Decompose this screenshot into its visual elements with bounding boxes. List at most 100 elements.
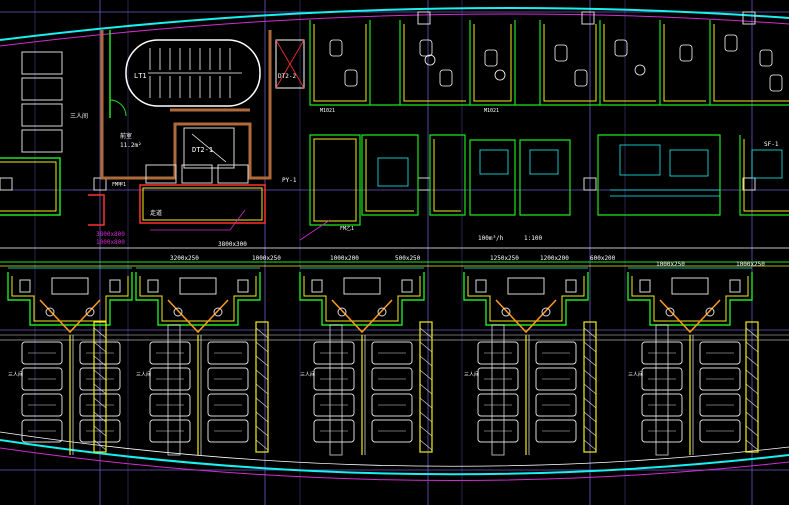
parking-slot	[477, 367, 519, 391]
fixture-box	[639, 279, 651, 293]
shaft-hatch	[93, 439, 107, 451]
flow-label: 100m³/h	[478, 235, 504, 242]
riser	[167, 324, 181, 456]
lobby-box	[181, 164, 213, 184]
elevator-car-cross	[191, 133, 227, 163]
shaft-column	[93, 321, 107, 453]
fixture-round	[501, 307, 511, 317]
shaft-column	[255, 321, 269, 453]
diagonal-wall	[495, 299, 557, 334]
outline-top-cyan	[0, 6, 789, 41]
toilet-block	[309, 20, 789, 106]
parking-slot	[313, 419, 355, 443]
note-magenta: 1000x800	[96, 239, 125, 246]
duct-label: 1000x250	[656, 261, 685, 268]
parking-slot	[371, 393, 413, 417]
shaft-hatch	[419, 397, 433, 409]
shaft-hatch	[583, 411, 597, 423]
shaft	[583, 321, 597, 453]
shaft-hatch	[745, 439, 759, 451]
shaft-hatch	[745, 341, 759, 353]
red-door	[88, 194, 105, 226]
shaft-hatch	[745, 425, 759, 437]
diagonal-wall	[39, 299, 101, 334]
room-label: 走道	[150, 209, 162, 217]
fixture-box	[401, 279, 413, 293]
hvac-units	[377, 144, 783, 197]
unit-label: 三人间	[464, 371, 479, 378]
fixture	[344, 69, 358, 87]
bath-wall	[627, 272, 753, 326]
shaft-hatch	[745, 383, 759, 395]
room-modules: 三人间三人间三人间三人间三人间三人间	[7, 267, 759, 456]
parking-slot	[699, 367, 741, 391]
fixture-box	[565, 279, 577, 293]
room-module: 三人间	[7, 267, 133, 455]
column	[583, 177, 597, 191]
room-module: 三人间	[627, 267, 753, 455]
parking-slot	[641, 341, 683, 365]
fixture-round	[665, 307, 675, 317]
shaft-hatch	[583, 425, 597, 437]
duct-label: 3200x250	[170, 255, 199, 262]
bath-wall-inner	[11, 276, 129, 322]
duct-label: 600x200	[590, 255, 616, 262]
unit-label: 三人间	[300, 371, 315, 378]
fixture	[769, 74, 783, 92]
upper-zone	[0, 11, 789, 241]
shaft-hatch	[583, 369, 597, 381]
fixture-box	[147, 279, 159, 293]
riser	[655, 324, 669, 456]
riser	[329, 324, 343, 456]
fixture-box	[671, 277, 709, 295]
shaft-hatch	[745, 355, 759, 367]
middle-rooms	[309, 134, 789, 226]
parking-slot	[21, 341, 63, 365]
door-tag: M1021	[484, 108, 499, 114]
parking-slot	[21, 367, 63, 391]
shaft-hatch	[93, 369, 107, 381]
middle-rooms-yellow	[313, 138, 789, 222]
parking-slot	[79, 367, 121, 391]
shaft-hatch	[255, 411, 269, 423]
parking-slot	[79, 341, 121, 365]
shaft-hatch	[93, 327, 107, 339]
parking-slot	[313, 367, 355, 391]
fixture	[484, 49, 498, 67]
lobby-box	[145, 164, 177, 184]
parking-slot	[207, 367, 249, 391]
fixture	[724, 34, 738, 52]
shaft-hatch	[419, 425, 433, 437]
room-module: 三人间	[299, 267, 425, 455]
shaft-hatch	[419, 369, 433, 381]
outline-bottom-cyan	[0, 439, 789, 476]
shaft-hatch	[255, 383, 269, 395]
door-tag: FM甲1	[112, 182, 126, 188]
fixture	[419, 39, 433, 57]
fixture-box	[109, 279, 121, 293]
parking-slot	[21, 393, 63, 417]
outline-bottom-magenta	[0, 447, 789, 481]
elevator-cross	[275, 39, 305, 89]
fixture-box	[507, 277, 545, 295]
bath-wall	[463, 272, 589, 326]
green-wall	[0, 157, 61, 216]
riser	[491, 324, 505, 456]
shaft-hatch	[419, 355, 433, 367]
parking-slot	[149, 367, 191, 391]
band-lines	[0, 247, 789, 341]
parking-slot	[641, 393, 683, 417]
parking-slot	[699, 393, 741, 417]
diagonal-wall	[659, 299, 721, 334]
parking-slot	[313, 393, 355, 417]
shaft-hatch	[255, 341, 269, 353]
parking-slot	[641, 367, 683, 391]
fixture-round	[705, 307, 715, 317]
parking-slot	[207, 341, 249, 365]
room-module: 三人间	[135, 267, 261, 455]
door-tag: FM乙1	[340, 225, 354, 232]
shaft	[93, 321, 107, 453]
fixture	[614, 39, 628, 57]
fixture-round	[424, 54, 436, 66]
